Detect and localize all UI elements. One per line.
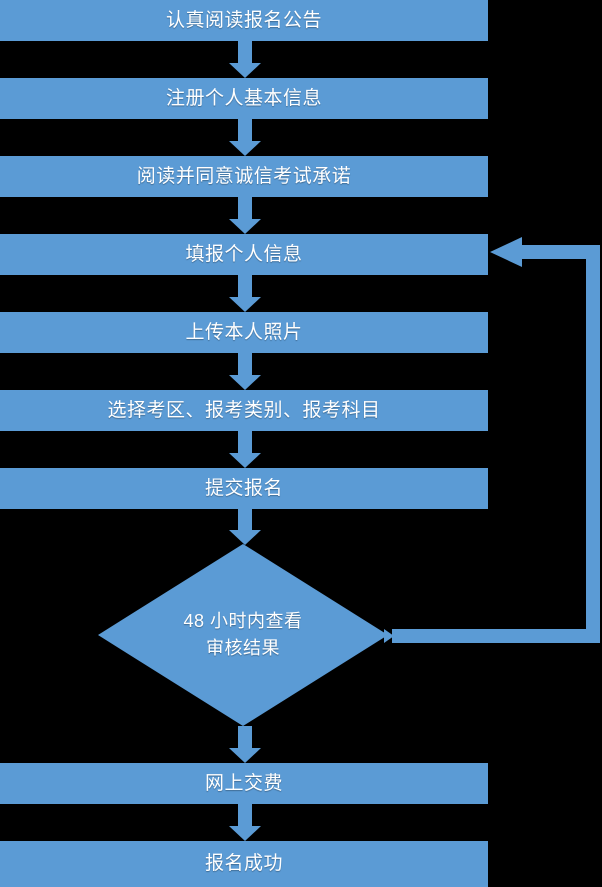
- connector-arrow-decision-to-9: [229, 726, 261, 763]
- flow-node-process-3[interactable]: 阅读并同意诚信考试承诺: [0, 156, 488, 197]
- connector-arrow-4-to-5: [229, 275, 261, 312]
- flow-node-label: 填报个人信息: [185, 243, 303, 265]
- connector-arrow-5-to-6: [229, 353, 261, 390]
- arrow-head-down-icon: [229, 748, 261, 763]
- arrow-shaft: [238, 197, 252, 219]
- arrow-head-down-icon: [229, 297, 261, 312]
- connector-arrow-3-to-4: [229, 197, 261, 234]
- loop-segment-horizontal-bottom: [392, 629, 600, 643]
- arrow-head-down-icon: [229, 375, 261, 390]
- connector-arrow-6-to-7: [229, 431, 261, 468]
- flow-node-label: 报名成功: [204, 853, 283, 874]
- loop-segment-horizontal-top: [516, 245, 600, 259]
- flow-node-label: 网上交费: [204, 772, 283, 794]
- flow-node-label: 认真阅读报名公告: [165, 9, 322, 31]
- arrow-shaft: [238, 275, 252, 297]
- loop-origin-marker-icon: [384, 629, 394, 643]
- flow-node-process-4[interactable]: 填报个人信息: [0, 234, 488, 275]
- arrow-head-down-icon: [229, 141, 261, 156]
- loop-arrow-head-left-icon: [490, 237, 522, 267]
- arrow-shaft: [238, 41, 252, 63]
- flow-node-process-2[interactable]: 注册个人基本信息: [0, 78, 488, 119]
- flow-node-process-1[interactable]: 认真阅读报名公告: [0, 0, 488, 41]
- flow-node-label: 48 小时内查看 审核结果: [183, 611, 303, 658]
- connector-arrow-7-to-decision: [229, 509, 261, 545]
- flow-node-process-9[interactable]: 网上交费: [0, 763, 488, 804]
- flow-node-label: 提交报名: [204, 477, 283, 499]
- arrow-head-down-icon: [229, 826, 261, 841]
- flow-node-process-5[interactable]: 上传本人照片: [0, 312, 488, 353]
- flow-node-process-6[interactable]: 选择考区、报考类别、报考科目: [0, 390, 488, 431]
- flow-node-decision-8[interactable]: 48 小时内查看 审核结果: [98, 544, 388, 726]
- connector-arrow-9-to-10: [229, 804, 261, 841]
- arrow-head-down-icon: [229, 453, 261, 468]
- arrow-head-down-icon: [229, 63, 261, 78]
- arrow-shaft: [238, 431, 252, 453]
- arrow-head-down-icon: [229, 219, 261, 234]
- arrow-shaft: [238, 509, 252, 530]
- arrow-head-down-icon: [229, 530, 261, 545]
- arrow-shaft: [238, 804, 252, 826]
- flow-node-process-10[interactable]: 报名成功: [0, 841, 488, 887]
- flow-node-process-7[interactable]: 提交报名: [0, 468, 488, 509]
- flow-node-label: 注册个人基本信息: [165, 87, 322, 109]
- arrow-shaft: [238, 119, 252, 141]
- flow-node-label: 阅读并同意诚信考试承诺: [136, 165, 352, 187]
- loop-segment-vertical-right: [586, 245, 600, 643]
- flow-node-label: 选择考区、报考类别、报考科目: [107, 399, 381, 421]
- flow-node-label: 上传本人照片: [185, 321, 303, 343]
- arrow-shaft: [238, 353, 252, 375]
- connector-arrow-1-to-2: [229, 41, 261, 78]
- connector-arrow-2-to-3: [229, 119, 261, 156]
- arrow-shaft: [238, 726, 252, 748]
